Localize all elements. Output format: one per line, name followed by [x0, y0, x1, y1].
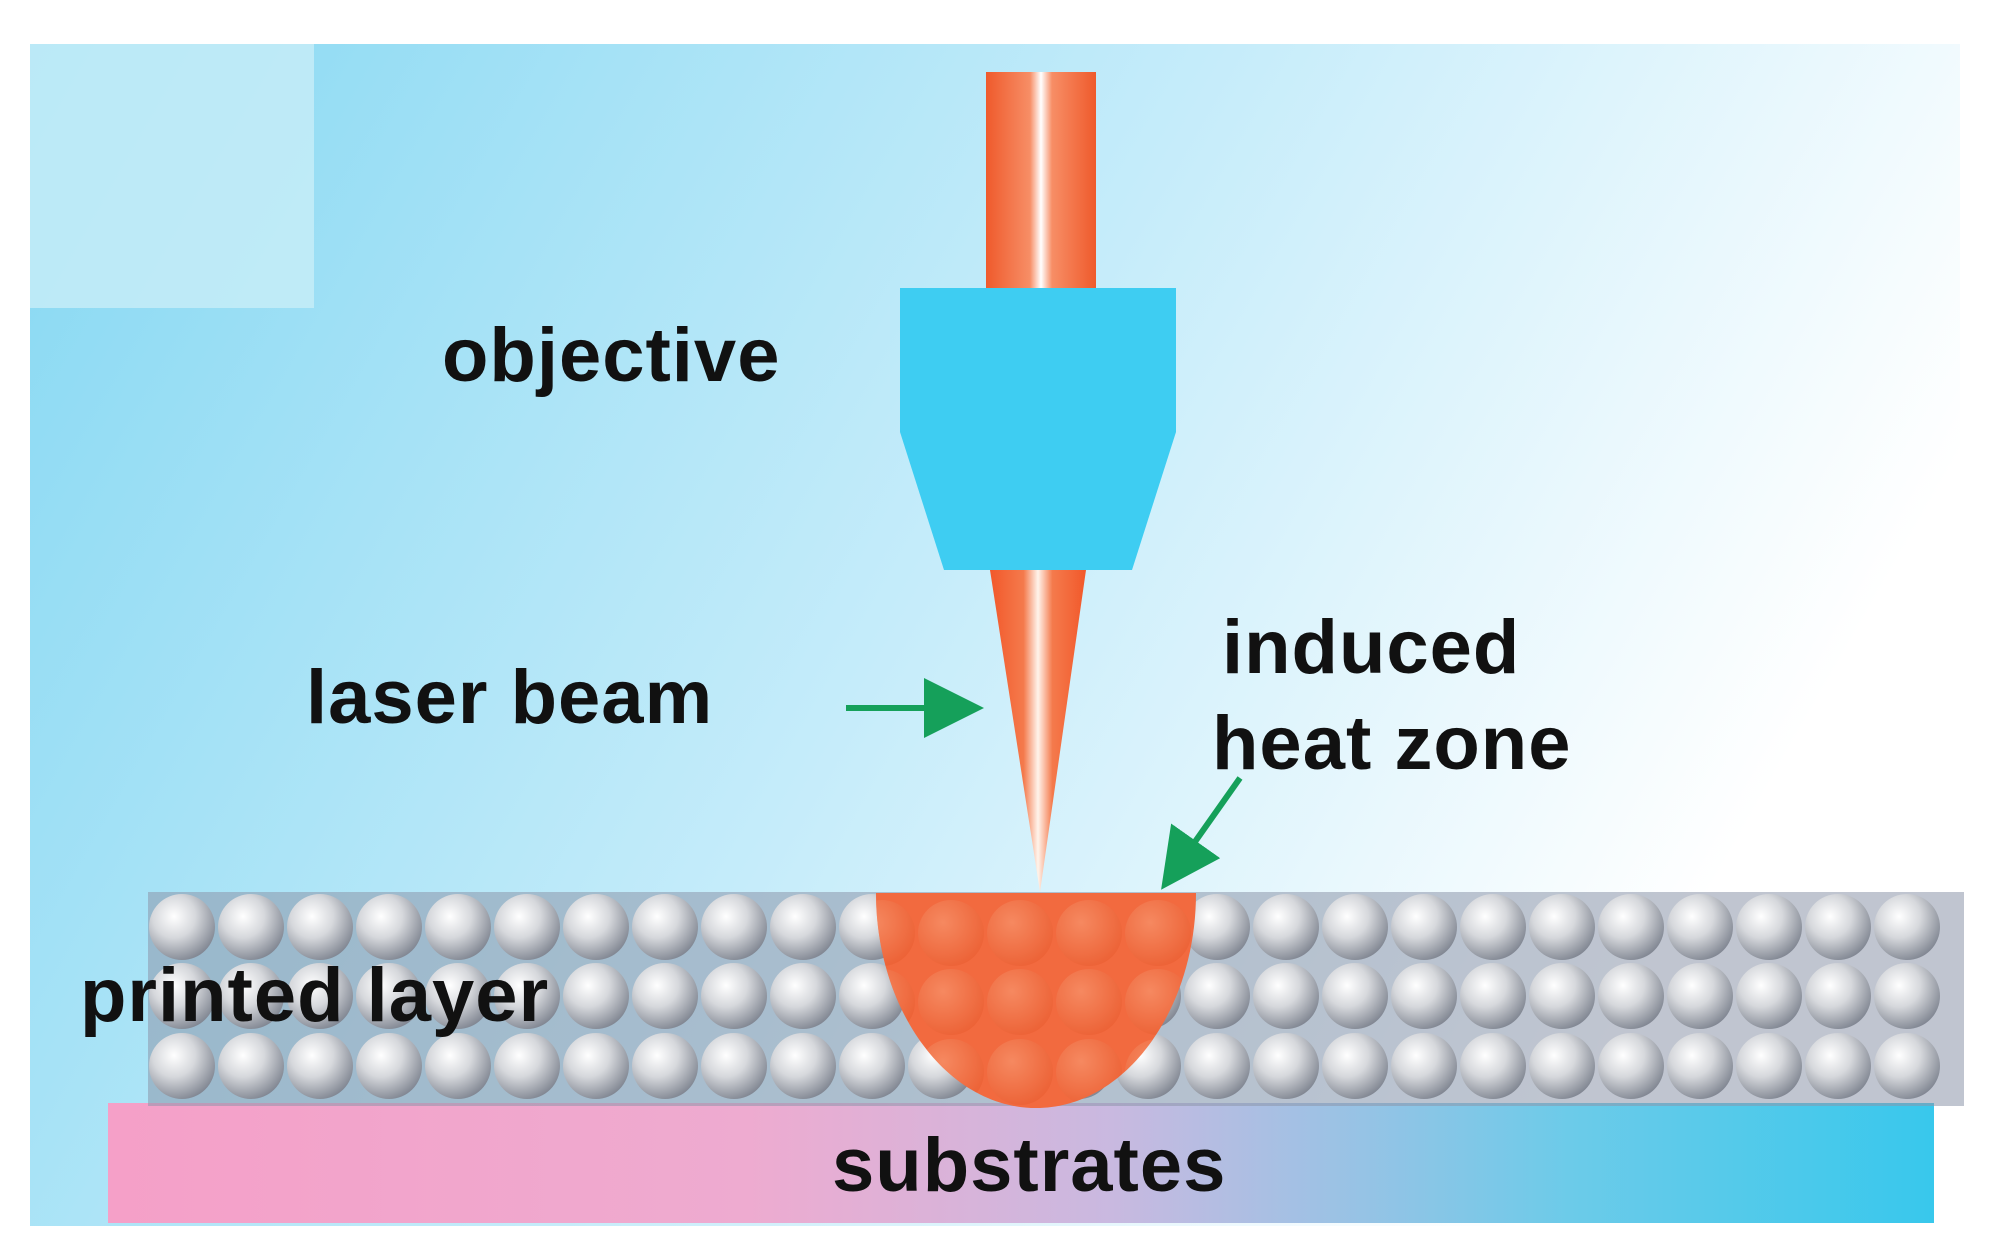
particle	[1736, 894, 1802, 960]
particle	[1529, 1033, 1595, 1099]
substrates-label: substrates	[832, 1123, 1227, 1208]
fused-particle	[918, 900, 984, 966]
particle	[1391, 894, 1457, 960]
particle	[1391, 1033, 1457, 1099]
particle	[1253, 894, 1319, 960]
particle	[149, 894, 215, 960]
particle	[563, 1033, 629, 1099]
particle	[632, 963, 698, 1029]
fused-particle	[918, 969, 984, 1035]
particle	[1322, 894, 1388, 960]
particle	[1460, 963, 1526, 1029]
fused-particle	[987, 969, 1053, 1035]
objective-lens	[900, 288, 1176, 570]
particle	[1184, 1033, 1250, 1099]
particle	[1805, 894, 1871, 960]
particle	[218, 894, 284, 960]
particle	[701, 894, 767, 960]
heat-zone-label-line1: induced	[1222, 605, 1521, 690]
particle	[1322, 1033, 1388, 1099]
objective-label: objective	[442, 313, 781, 398]
particle	[701, 963, 767, 1029]
particle	[494, 894, 560, 960]
laser-beam-cone	[990, 570, 1086, 892]
particle	[563, 963, 629, 1029]
particle	[1460, 1033, 1526, 1099]
background-corner-square	[30, 44, 314, 308]
particle	[425, 1033, 491, 1099]
particle	[149, 963, 215, 1029]
fused-particle	[1056, 969, 1122, 1035]
particle	[1184, 894, 1250, 960]
particle	[1529, 894, 1595, 960]
particle	[494, 963, 560, 1029]
particle	[1736, 1033, 1802, 1099]
laser-beam-upper	[986, 72, 1096, 292]
particle	[425, 894, 491, 960]
particle	[425, 963, 491, 1029]
particle	[770, 894, 836, 960]
particle	[1667, 894, 1733, 960]
heat-zone-arrow	[1161, 776, 1243, 890]
particle	[1805, 963, 1871, 1029]
particle	[287, 894, 353, 960]
particle	[770, 1033, 836, 1099]
particle	[1253, 1033, 1319, 1099]
particle	[770, 963, 836, 1029]
fused-particle	[1125, 900, 1191, 966]
particle	[1598, 963, 1664, 1029]
particle	[1874, 1033, 1940, 1099]
substrate-bar	[108, 1103, 1934, 1223]
particle	[494, 1033, 560, 1099]
particle	[1184, 963, 1250, 1029]
particle	[563, 894, 629, 960]
particle	[839, 963, 905, 1029]
particle	[356, 894, 422, 960]
particle	[218, 963, 284, 1029]
heat-zone-label-line2: heat zone	[1212, 701, 1572, 786]
fused-particle	[876, 900, 915, 966]
particle	[356, 963, 422, 1029]
particle	[1598, 1033, 1664, 1099]
fused-particle	[1056, 900, 1122, 966]
particle	[1874, 894, 1940, 960]
laser-beam-label: laser beam	[306, 655, 714, 740]
particle	[1253, 963, 1319, 1029]
particle	[287, 963, 353, 1029]
fused-particle	[987, 900, 1053, 966]
particle	[1391, 963, 1457, 1029]
particle	[218, 1033, 284, 1099]
particle	[287, 1033, 353, 1099]
particle	[701, 1033, 767, 1099]
particle	[149, 1033, 215, 1099]
particle	[632, 894, 698, 960]
printed-layer-label: printed layer	[80, 953, 550, 1038]
heat-zone-label: induced heat zone	[1212, 600, 1572, 792]
particle	[1667, 1033, 1733, 1099]
particle	[1736, 963, 1802, 1029]
particle	[1460, 894, 1526, 960]
particle	[1874, 963, 1940, 1029]
particle	[632, 1033, 698, 1099]
particle	[839, 1033, 905, 1099]
particle	[1667, 963, 1733, 1029]
particle	[1805, 1033, 1871, 1099]
fused-particle	[987, 1039, 1053, 1105]
particle	[1598, 894, 1664, 960]
particle	[1529, 963, 1595, 1029]
particle	[1322, 963, 1388, 1029]
particle	[356, 1033, 422, 1099]
